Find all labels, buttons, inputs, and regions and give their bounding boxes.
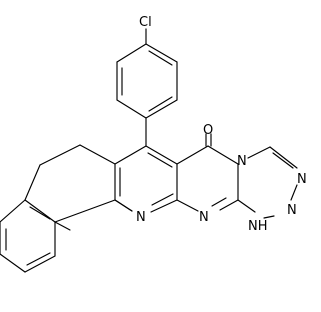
pyridine-nitrogen-label: N (136, 210, 146, 225)
triazole-nh-label: NH (248, 219, 268, 234)
pyrimidine-nitrogen-label: N (199, 210, 209, 225)
triazole-nitrogen-bottom-label: N (287, 203, 297, 218)
bond-lines (0, 28, 298, 273)
carbonyl-oxygen-label: O (203, 123, 213, 138)
atom-labels: Cl O N N N N N NH (136, 15, 307, 234)
chlorine-label: Cl (139, 15, 152, 30)
triazole-nitrogen-top-label: N (297, 172, 307, 187)
bridgehead-nitrogen-label: N (237, 154, 247, 169)
